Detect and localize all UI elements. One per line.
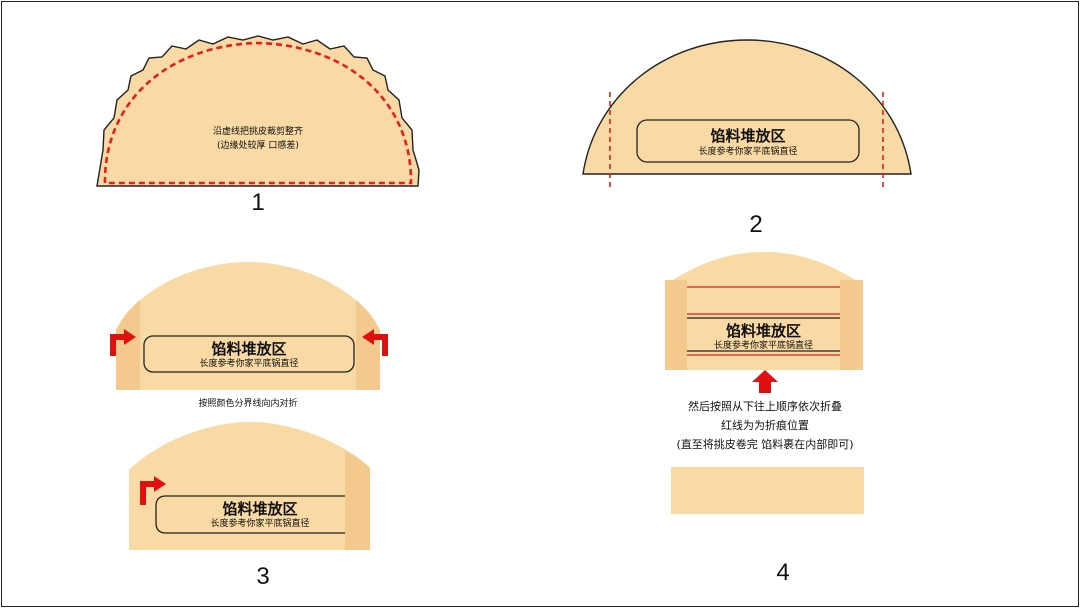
step4-zone-subtitle: 长度参考你家平底锅直径 [713, 341, 813, 351]
step4-instruction-line-2: 红线为为折痕位置 [721, 419, 809, 432]
step2-number: 2 [749, 211, 763, 238]
step3a-filling-zone [143, 335, 355, 373]
step4-instruction-line-3: (直至将挑皮卷完 馅料裹在内部即可) [676, 438, 854, 451]
step4a-fold-band-right [840, 280, 863, 370]
step4-zone-title: 馅料堆放区 [725, 322, 801, 340]
step3a-dough [116, 262, 380, 390]
step1-number: 1 [251, 189, 265, 216]
step4-instruction-line-1: 然后按照从下往上顺序依次折叠 [688, 400, 842, 413]
step3a-zone-subtitle: 长度参考你家平底锅直径 [199, 359, 299, 369]
step4a-fold-band-left [665, 280, 687, 370]
step1-note: (边缘处较厚 口感差) [217, 141, 299, 151]
step3b-arrow [140, 476, 166, 505]
step4b-roll [671, 467, 864, 514]
step3-number: 3 [256, 563, 270, 590]
step3a-zone-title: 馅料堆放区 [211, 340, 287, 358]
step4-number: 4 [776, 559, 790, 586]
step3-instruction: 按照颜色分界线向内对折 [198, 399, 298, 409]
step3b-zone-subtitle: 长度参考你家平底锅直径 [210, 519, 310, 529]
step3a-fold-band-left [116, 300, 140, 390]
step1-cut-line [103, 41, 413, 185]
step3b-filling-zone [155, 495, 345, 534]
step2-zone-title: 馅料堆放区 [710, 127, 786, 145]
step2-filling-zone [636, 119, 860, 163]
step1-dough [96, 35, 420, 187]
step2-zone-subtitle: 长度参考你家平底锅直径 [698, 147, 798, 157]
step3b-zone-title: 馅料堆放区 [222, 500, 298, 518]
step3a-arrow-right [362, 329, 388, 356]
step3b-fold-band-right [345, 450, 370, 550]
step4a-up-arrow [752, 370, 778, 393]
step1-instruction: 沿虚线把挑皮裁剪整齐 [212, 127, 303, 137]
step3b-dough [129, 422, 370, 550]
step4a-dough [665, 252, 863, 370]
step3a-fold-band-right [356, 300, 380, 390]
step3a-arrow-left [110, 329, 136, 356]
step2-dough [582, 39, 912, 175]
